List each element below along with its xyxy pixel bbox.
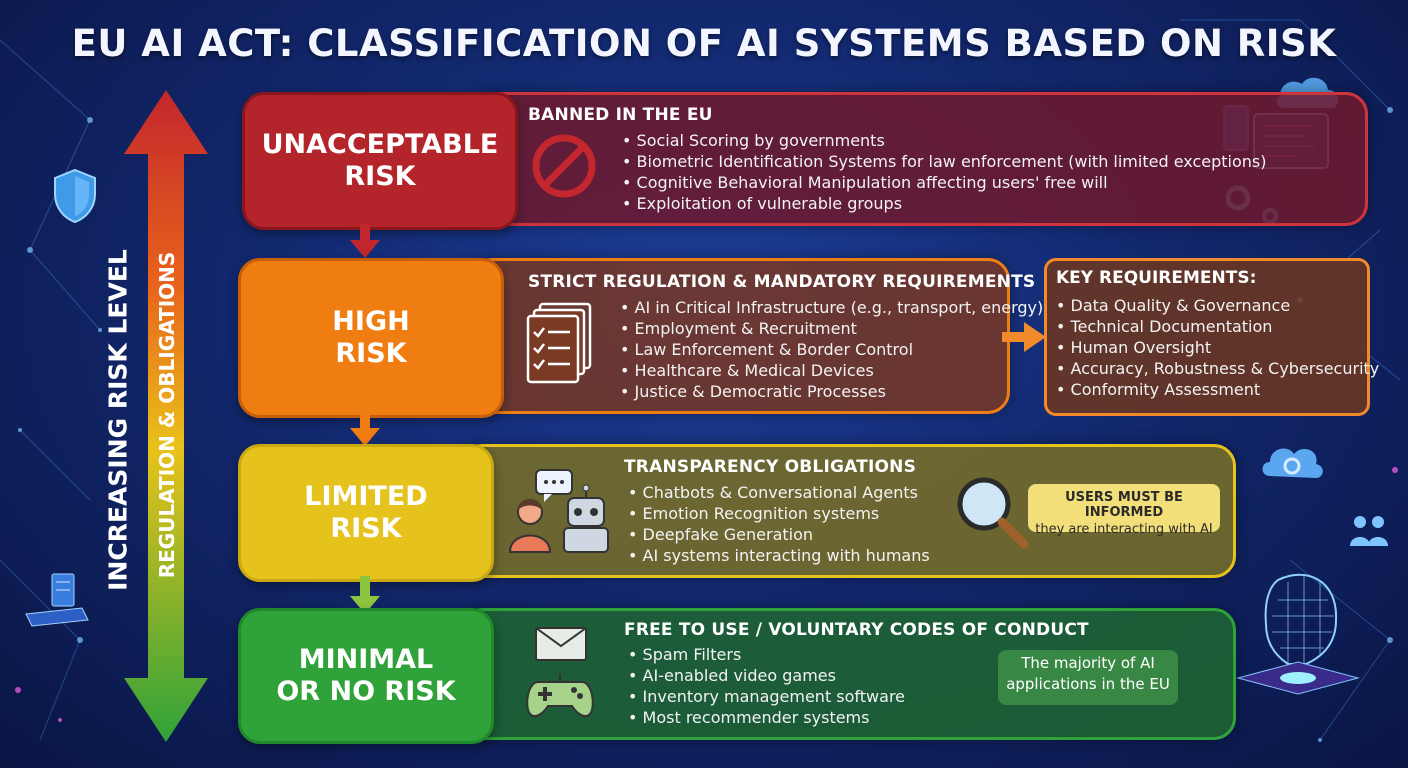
person-robot-chat-icon <box>508 469 609 553</box>
tier-unacceptable-name-line2: RISK <box>344 161 416 192</box>
list-item: Social Scoring by governments <box>622 130 1266 151</box>
list-item: Spam Filters <box>628 644 905 665</box>
cloud-gear-icon <box>1262 448 1323 478</box>
prohibited-icon <box>532 134 596 198</box>
list-item: Data Quality & Governance <box>1056 295 1379 316</box>
tier-minimal-heading: FREE TO USE / VOLUNTARY CODES OF CONDUCT <box>624 620 1089 640</box>
tier-high-heading: STRICT REGULATION & MANDATORY REQUIREMEN… <box>528 272 1036 292</box>
tier-limited-name-line1: LIMITED <box>304 480 428 512</box>
list-item: Healthcare & Medical Devices <box>620 360 1043 381</box>
list-item: Exploitation of vulnerable groups <box>622 193 1266 214</box>
callout-line1: USERS MUST BE INFORMED <box>1065 490 1183 520</box>
checklist-documents-icon <box>526 302 592 384</box>
tier-high-name-line1: HIGH <box>332 305 410 337</box>
down-arrow-1 <box>350 224 380 258</box>
tier-minimal-badge: MINIMAL OR NO RISK <box>238 608 494 744</box>
list-item: Technical Documentation <box>1056 316 1379 337</box>
down-arrow-2 <box>350 412 380 446</box>
tier-high-badge: HIGH RISK <box>238 258 504 418</box>
axis-label-regulation: REGULATION & OBLIGATIONS <box>155 251 179 579</box>
page-title: EU AI ACT: CLASSIFICATION OF AI SYSTEMS … <box>71 22 1337 65</box>
down-arrow-3 <box>350 576 380 614</box>
list-item: Biometric Identification Systems for law… <box>622 151 1267 172</box>
tier-unacceptable-name-line1: UNACCEPTABLE <box>261 128 499 160</box>
people-icon <box>1350 516 1388 546</box>
tier-limited-badge: LIMITED RISK <box>238 444 494 582</box>
list-item: Justice & Democratic Processes <box>620 381 1043 402</box>
axis-label-risk-level: INCREASING RISK LEVEL <box>103 249 133 591</box>
gamepad-icon <box>526 674 594 718</box>
tier-unacceptable-heading: BANNED IN THE EU <box>528 105 713 125</box>
list-item: Emotion Recognition systems <box>628 503 930 524</box>
list-item: Human Oversight <box>1056 337 1379 358</box>
list-item: Employment & Recruitment <box>620 318 1043 339</box>
key-requirements-title: KEY REQUIREMENTS: <box>1056 268 1257 288</box>
magnifier-icon <box>957 477 1029 549</box>
list-item: AI-enabled video games <box>628 665 905 686</box>
list-item: Accuracy, Robustness & Cybersecurity <box>1056 358 1380 379</box>
list-item: AI systems interacting with humans <box>628 545 930 566</box>
risk-axis-arrow <box>124 90 208 742</box>
key-requirements-list: Data Quality & Governance Technical Docu… <box>1056 295 1380 400</box>
tier-unacceptable-list: Social Scoring by governments Biometric … <box>622 130 1267 214</box>
tier-limited-name-line2: RISK <box>330 513 402 544</box>
callout-line2: applications in the EU <box>1006 675 1170 693</box>
tier-limited-list: Chatbots & Conversational Agents Emotion… <box>628 482 930 566</box>
ai-head-hologram-icon <box>1236 573 1360 695</box>
list-item: Law Enforcement & Border Control <box>620 339 1043 360</box>
server-laptop-icon <box>25 573 89 627</box>
tier-unacceptable-badge: UNACCEPTABLE RISK <box>242 92 518 230</box>
tier-minimal-name-line2: OR NO RISK <box>276 676 456 707</box>
callout-line2: they are interacting with AI <box>1035 522 1213 537</box>
tier-high-list: AI in Critical Infrastructure (e.g., tra… <box>620 297 1044 402</box>
shield-icon <box>54 168 96 224</box>
list-item: Deepfake Generation <box>628 524 930 545</box>
tier-minimal-name-line1: MINIMAL <box>298 643 434 675</box>
callout-line1: The majority of AI <box>1021 654 1155 672</box>
tier-minimal-list: Spam Filters AI-enabled video games Inve… <box>628 644 905 728</box>
list-item: AI in Critical Infrastructure (e.g., tra… <box>620 297 1044 318</box>
list-item: Most recommender systems <box>628 707 905 728</box>
envelope-icon <box>535 627 587 661</box>
tier-high-name-line2: RISK <box>335 338 407 369</box>
tier-limited-heading: TRANSPARENCY OBLIGATIONS <box>624 457 917 477</box>
right-arrow-icon <box>1002 322 1046 352</box>
list-item: Chatbots & Conversational Agents <box>628 482 930 503</box>
users-informed-callout: USERS MUST BE INFORMED they are interact… <box>1028 484 1220 537</box>
majority-callout: The majority of AI applications in the E… <box>998 650 1178 705</box>
list-item: Conformity Assessment <box>1056 379 1379 400</box>
list-item: Cognitive Behavioral Manipulation affect… <box>622 172 1266 193</box>
list-item: Inventory management software <box>628 686 905 707</box>
